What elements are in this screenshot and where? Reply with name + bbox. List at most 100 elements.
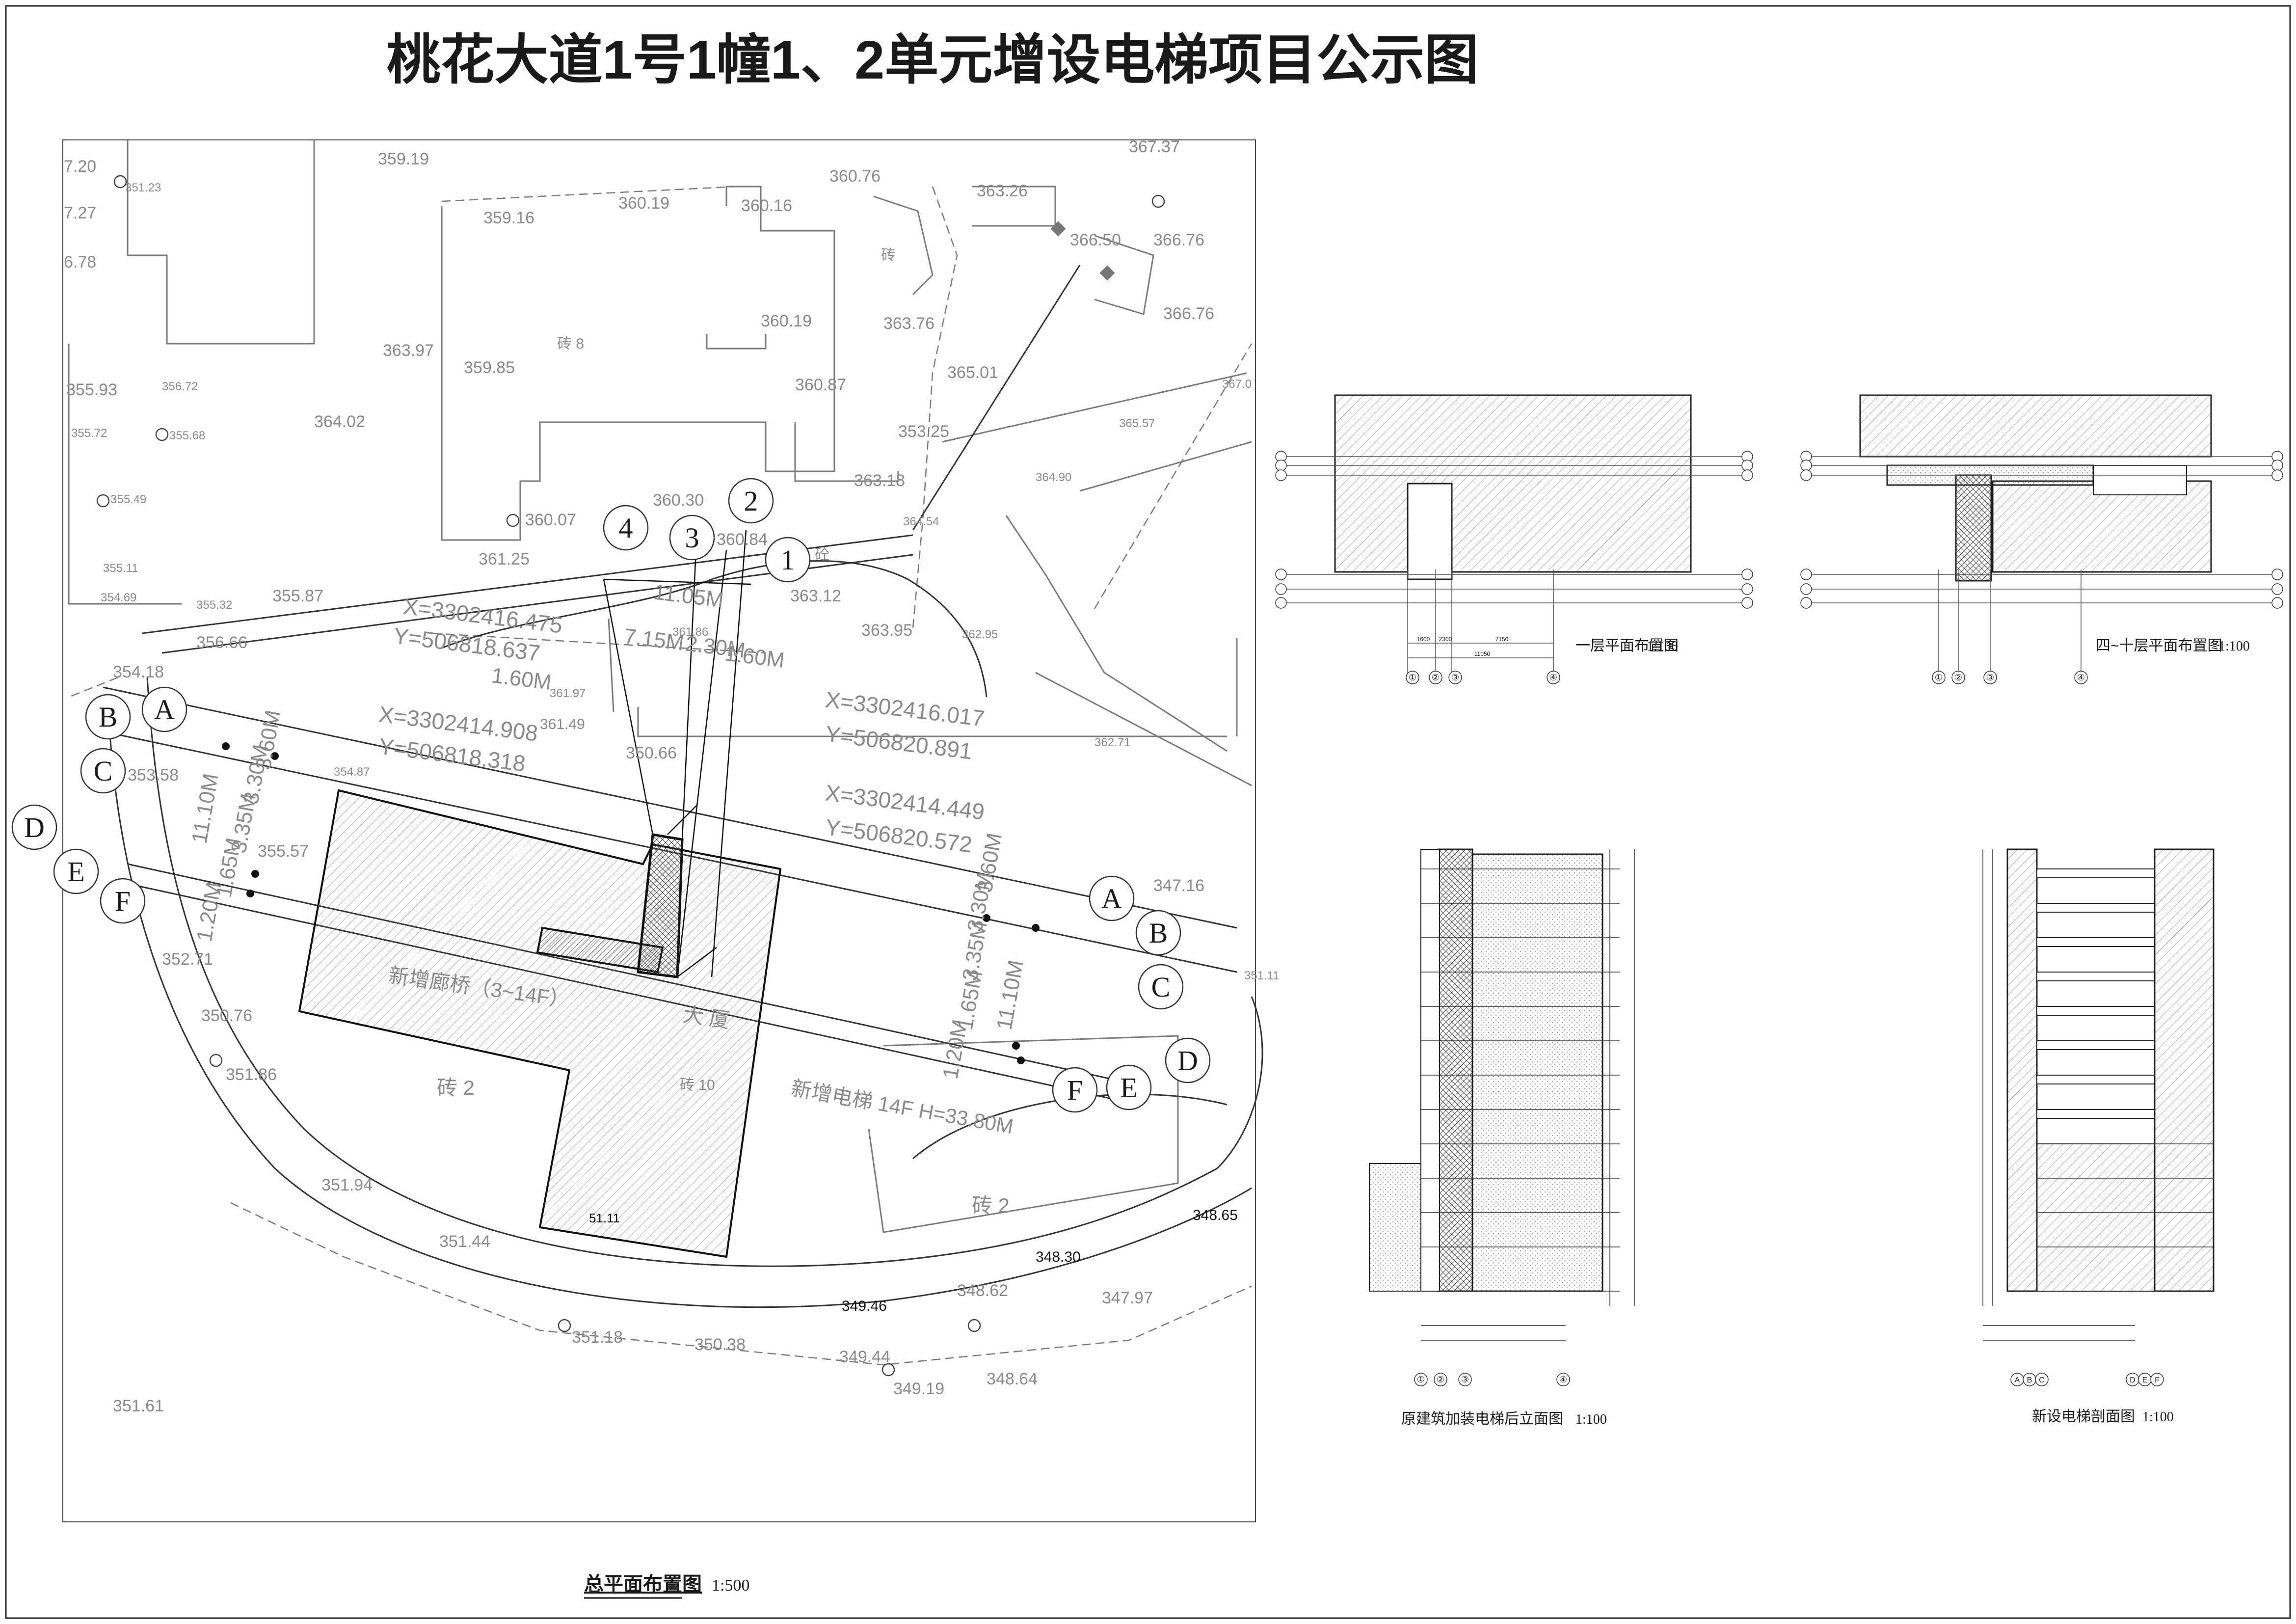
elev-32: 360.07 — [525, 511, 576, 529]
elev-40: 363.12 — [790, 587, 841, 605]
section-scale: 1:100 — [2142, 1409, 2174, 1425]
dim-11-10-left: 11.10M — [187, 772, 223, 845]
elevation-view: ① ② ③ ④ 原建筑加装电梯后立面图 1:100 — [1369, 848, 1635, 1427]
elevation-axis-4: ④ — [1559, 1375, 1567, 1384]
elev-24: 355.72 — [71, 427, 107, 440]
sheet-title: 桃花大道1号1幢1、2单元增设电梯项目公示图 — [387, 30, 1479, 90]
dim-11-10-right: 11.10M — [992, 958, 1028, 1032]
elev-48: 362.71 — [1095, 736, 1130, 749]
plan2-axis-2: ② — [1954, 673, 1962, 682]
elev-29: 360.30 — [653, 491, 704, 510]
grid-label-2: 2 — [744, 485, 758, 517]
elev-20: 364.02 — [314, 412, 365, 431]
site-plan-scale: 1:500 — [712, 1576, 749, 1595]
elev-60: 348.65 — [1193, 1207, 1238, 1223]
plan1-scale: 1:100 — [1647, 639, 1678, 654]
sheet-border — [5, 5, 2291, 1619]
plan2-axis-4: ④ — [2077, 673, 2085, 682]
site-symbols — [96, 175, 1165, 1377]
grid-label-1: 1 — [781, 544, 795, 576]
dim-1-60: 1.60M — [723, 641, 786, 673]
elev-16: 363.76 — [883, 314, 934, 333]
grid-label-a: A — [154, 694, 175, 726]
plan2-hatched-block-top — [1859, 394, 2212, 458]
elev-15: 360.19 — [761, 312, 812, 330]
elev-52: 355.57 — [258, 842, 309, 861]
elev-4: 6.78 — [64, 253, 96, 271]
grid-label-4: 4 — [619, 512, 633, 544]
grid-label-b: B — [99, 701, 118, 733]
dim-1-60-left: 1.60M — [490, 663, 553, 695]
grid-bubble-labels: 4 3 2 1 A B C D E F A B C D E F — [24, 485, 1198, 1106]
elevation-building — [1471, 853, 1603, 1292]
section-axis-c: C — [2039, 1376, 2045, 1384]
section-axis-bubbles — [2010, 1373, 2164, 1386]
elev-45: 354.18 — [113, 663, 164, 681]
grid-label-3: 3 — [685, 522, 699, 554]
label-new-elevator: 新增电梯 14F H=33.80M — [789, 1077, 1015, 1138]
elev-18: 355.93 — [66, 380, 117, 399]
plan1-hatched-block — [1334, 394, 1692, 573]
elev-38: 355.32 — [196, 598, 232, 612]
elev-53: 347.16 — [1153, 876, 1204, 895]
elev-9: 366.76 — [1153, 231, 1204, 249]
elevation-shaft — [1437, 848, 1473, 1292]
grid-label-e2: E — [1120, 1072, 1137, 1104]
dim-3-60-left: 3.60M — [251, 708, 285, 772]
elev-6: 363.26 — [977, 182, 1028, 200]
elev-22: 365.01 — [947, 363, 998, 382]
grid-bubbles — [11, 478, 1211, 1113]
elev-33: 360.84 — [717, 530, 768, 549]
dimension-ticks — [222, 742, 1040, 1064]
grid-label-a2: A — [1101, 883, 1122, 915]
plan1-axis-3: ③ — [1451, 673, 1459, 682]
plan1-axis-lines — [1281, 456, 1747, 677]
elevation-scale: 1:100 — [1575, 1412, 1607, 1427]
grid-label-c: C — [94, 755, 113, 787]
elev-19: 356.72 — [162, 380, 198, 393]
elev-23: 367.0 — [1222, 378, 1252, 391]
elev-50: 353.58 — [128, 766, 179, 785]
label-elev-51-11: 51.11 — [589, 1211, 620, 1225]
label-brick-2-b: 砖 2 — [972, 1194, 1010, 1217]
plan1-axis-bubbles — [1275, 451, 1753, 684]
site-plan: 4 3 2 1 A B C D E F A B C D E F X=330241… — [11, 137, 1280, 1599]
plan2-axis-lines — [1806, 456, 2277, 677]
elev-3: 7.27 — [64, 204, 96, 222]
label-concrete: 砼 — [815, 547, 829, 563]
site-plan-caption: 总平面布置图 — [584, 1573, 702, 1595]
plan1-dim-11050: 11050 — [1474, 650, 1491, 657]
elev-2: 7.20 — [64, 157, 96, 176]
section-axis-d: D — [2130, 1376, 2136, 1384]
grid-label-d: D — [24, 812, 45, 843]
elevation-floor-lines — [1369, 849, 1635, 1341]
elev-5: 360.76 — [829, 167, 881, 186]
elevation-axis-1: ① — [1417, 1375, 1425, 1384]
elev-30: 363.18 — [854, 471, 905, 490]
elev-56: 351.86 — [226, 1065, 277, 1084]
elev-21: 360.87 — [795, 376, 846, 394]
plan2-scale: 1:100 — [2218, 639, 2250, 654]
grid-label-d2: D — [1177, 1045, 1198, 1077]
grid-label-c2: C — [1151, 971, 1171, 1003]
plan2-elevator-shaft — [1955, 474, 1992, 582]
elev-7: 367.37 — [1129, 137, 1180, 156]
plan1-axis-numbers: ① ② ③ ④ — [1409, 673, 1557, 682]
elev-66: 350.38 — [694, 1335, 746, 1354]
elev-61: 348.30 — [1036, 1249, 1081, 1265]
elev-11: 360.19 — [618, 194, 669, 213]
plan1-axis-1: ① — [1409, 673, 1416, 682]
elevation-axis-bubbles — [1414, 1373, 1570, 1386]
section-axis-e: E — [2142, 1376, 2148, 1384]
elev-43: 356.66 — [196, 633, 247, 652]
elev-54: 352.71 — [162, 950, 213, 969]
elev-59: 351.11 — [1244, 969, 1280, 982]
elev-44: 361.86 — [672, 625, 708, 639]
plan2-axis-1: ① — [1935, 673, 1943, 682]
plan2-axis-3: ③ — [1986, 673, 1994, 682]
label-brick-c: 砖 — [881, 247, 896, 264]
elevation-axis-numbers: ① ② ③ ④ — [1417, 1375, 1567, 1384]
section-axis-f: F — [2155, 1376, 2160, 1384]
elev-46: 361.97 — [550, 687, 586, 700]
